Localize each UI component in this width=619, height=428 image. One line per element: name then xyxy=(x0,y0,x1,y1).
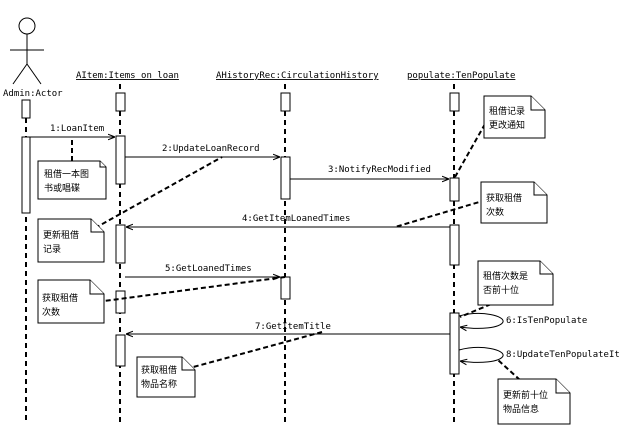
note-text: 物品名称 xyxy=(141,378,177,390)
note-8: 更新前十位 物品信息 xyxy=(497,378,571,425)
message-1: 1:LoanItem xyxy=(30,124,115,137)
note-text: 物品信息 xyxy=(503,403,539,415)
message-label: 2:UpdateLoanRecord xyxy=(162,144,260,154)
message-2: 2:UpdateLoanRecord xyxy=(124,144,280,157)
activation-bar xyxy=(449,177,460,202)
activation-bar xyxy=(449,224,460,266)
note-6: 租借次数是 否前十位 xyxy=(477,260,554,306)
message-6: 6:IsTenPopulate xyxy=(458,313,587,329)
note-5: 获取租借 次数 xyxy=(37,279,105,324)
object-label-populate: populate:TenPopulate xyxy=(407,71,515,81)
note-7: 获取租借 物品名称 xyxy=(136,356,196,398)
object-label-aitem: AItem:Items on loan xyxy=(76,71,179,81)
actor-figure-icon xyxy=(10,17,44,85)
activation-bar xyxy=(115,135,126,185)
note-text: 更新租借 xyxy=(43,229,79,241)
note-text: 次数 xyxy=(486,206,504,218)
note-1: 租借一本图 书或唱碟 xyxy=(37,160,107,200)
message-8: 8:UpdateTenPopulateIte xyxy=(458,347,619,363)
activation-bar xyxy=(21,136,31,214)
note-text: 更新前十位 xyxy=(503,389,548,401)
message-label: 6:IsTenPopulate xyxy=(506,316,587,326)
message-3: 3:NotifyRecModified xyxy=(289,165,449,179)
note-text: 租借一本图 xyxy=(44,168,89,180)
activation-bar xyxy=(449,312,460,375)
note-text: 租借记录 xyxy=(489,105,525,117)
message-4: 4:GetItemLoanedTimes xyxy=(126,214,450,227)
activation-bar xyxy=(21,99,31,119)
activation-bar xyxy=(280,276,291,300)
note-text: 获取租借 xyxy=(42,292,78,304)
activation-bar xyxy=(115,334,126,367)
activation-bar xyxy=(449,92,460,112)
note-text: 租借次数是 xyxy=(483,270,528,282)
actor-label: Admin:Actor xyxy=(3,89,63,99)
message-label: 5:GetLoanedTimes xyxy=(165,264,252,274)
message-7: 7:GetItemTitle xyxy=(126,322,450,334)
activation-bar xyxy=(115,290,126,314)
note-2: 更新租借 记录 xyxy=(37,218,105,263)
note-text: 书或唱碟 xyxy=(44,182,80,194)
object-label-ahistory: AHistoryRec:CirculationHistory xyxy=(216,71,379,81)
message-5: 5:GetLoanedTimes xyxy=(125,264,280,277)
actor: Admin:Actor xyxy=(3,17,63,99)
note-text: 更改通知 xyxy=(489,119,525,131)
note-3: 租借记录 更改通知 xyxy=(483,95,546,139)
message-label: 3:NotifyRecModified xyxy=(328,165,431,175)
message-label: 8:UpdateTenPopulateIte xyxy=(506,350,619,360)
note-text: 否前十位 xyxy=(483,284,519,296)
note-text: 记录 xyxy=(43,244,61,255)
message-label: 4:GetItemLoanedTimes xyxy=(242,214,350,224)
activation-bar xyxy=(280,156,291,200)
message-label: 1:LoanItem xyxy=(50,124,104,134)
note-text: 次数 xyxy=(42,306,60,318)
note-4: 获取租借 次数 xyxy=(480,181,548,224)
activation-bar xyxy=(115,224,126,264)
activation-bar xyxy=(115,92,126,112)
note-text: 获取租借 xyxy=(486,192,522,204)
message-label: 7:GetItemTitle xyxy=(255,322,331,332)
note-text: 获取租借 xyxy=(141,364,177,376)
activation-bar xyxy=(280,92,291,112)
